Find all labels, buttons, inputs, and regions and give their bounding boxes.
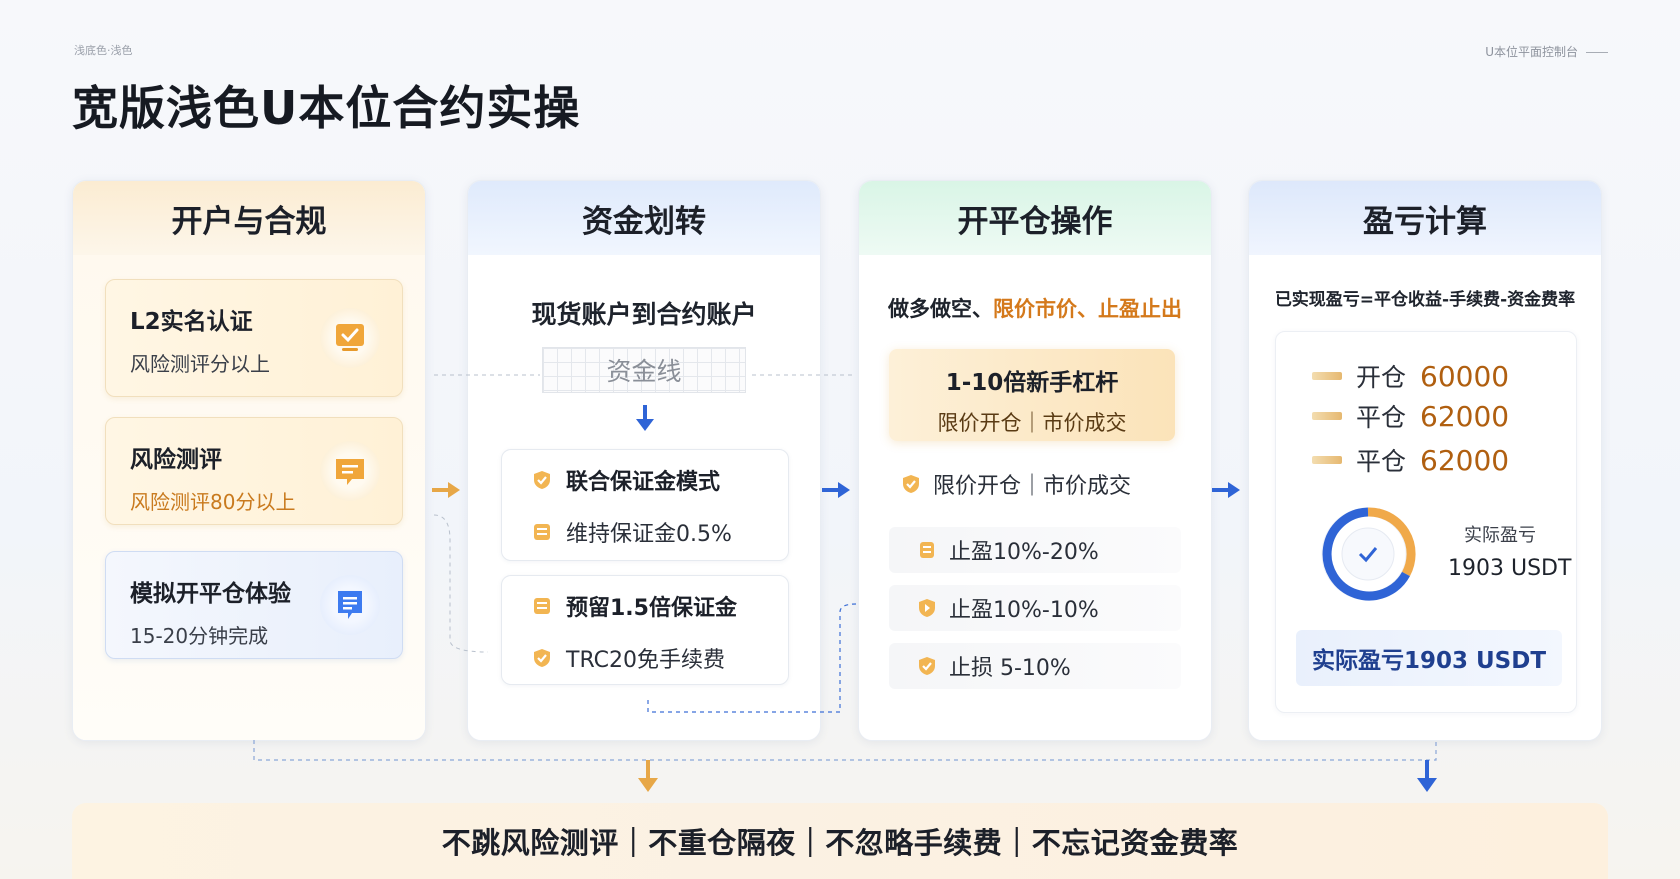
card-subtitle: 风险测评80分以上 [130, 490, 296, 514]
column-header: 开平仓操作 [859, 181, 1211, 255]
checkmark-screen-icon [320, 308, 380, 368]
actual-pnl-button[interactable]: 实际盈亏1903 USDT [1296, 630, 1562, 686]
shield-check-icon [903, 475, 919, 493]
margin-mode-box: 联合保证金模式 维持保证金0.5% [501, 449, 789, 561]
list-item-label: 限价开仓｜市价成交 [933, 474, 1132, 499]
list-item-label: 止盈10%-10% [949, 598, 1099, 623]
reserve-box: 预留1.5倍保证金 TRC20免手续费 [501, 575, 789, 685]
pnl-panel: 开仓 60000 平仓 62000 平仓 62000 实际盈亏 1903 USD… [1275, 331, 1577, 713]
price-value: 62000 [1420, 399, 1510, 433]
price-value: 60000 [1420, 359, 1510, 393]
arrow-right-icon [432, 482, 460, 498]
list-item[interactable]: 维持保证金0.5% [532, 506, 758, 558]
card-title: L2实名认证 [130, 309, 253, 335]
column-body: L2实名认证 风险测评分以上 风险测评 风险测评80分以上 模拟开平仓体验 15… [73, 255, 425, 740]
list-item[interactable]: 限价开仓｜市价成交 [889, 461, 1181, 507]
arrow-right-icon [1212, 482, 1240, 498]
price-row: 开仓 60000 [1312, 358, 1509, 394]
actual-pnl-value: 1903 USDT [1448, 556, 1572, 581]
pnl-formula: 已实现盈亏=平仓收益-手续费-资金费率 [1274, 290, 1576, 310]
list-item[interactable]: 止盈10%-20% [889, 527, 1181, 573]
leverage-card[interactable]: 1-10倍新手杠杆 限价开仓｜市价成交 [889, 349, 1175, 441]
leverage-subtitle: 限价开仓｜市价成交 [937, 411, 1127, 435]
message-icon [320, 441, 380, 501]
bar-icon [1312, 372, 1342, 380]
list-item-label: 维持保证金0.5% [566, 522, 732, 547]
list-item[interactable]: TRC20免手续费 [532, 632, 758, 684]
price-label: 平仓 [1356, 403, 1407, 432]
shield-check-icon [919, 657, 935, 675]
price-row: 平仓 62000 [1312, 398, 1509, 434]
shield-check-icon [534, 471, 550, 489]
column-header: 盈亏计算 [1249, 181, 1601, 255]
document-icon [320, 575, 380, 635]
card-simulated-trading[interactable]: 模拟开平仓体验 15-20分钟完成 [105, 551, 403, 659]
card-title: 风险测评 [130, 447, 222, 473]
list-item[interactable]: 止盈10%-10% [889, 585, 1181, 631]
price-value: 62000 [1420, 443, 1510, 477]
column-pnl-calculation: 盈亏计算 已实现盈亏=平仓收益-手续费-资金费率 开仓 60000 平仓 620… [1248, 180, 1602, 741]
list-item[interactable]: 预留1.5倍保证金 [532, 580, 758, 632]
arrow-down-icon [636, 405, 654, 431]
top-left-tag: 浅底色·浅色 [74, 44, 133, 57]
list-icon [534, 598, 550, 614]
shield-check-icon [534, 649, 550, 667]
column-header: 资金划转 [468, 181, 820, 255]
list-item-label: 止盈10%-20% [949, 540, 1099, 565]
leverage-title: 1-10倍新手杠杆 [945, 370, 1119, 396]
actual-pnl-label: 实际盈亏 [1464, 525, 1536, 546]
list-icon [920, 542, 934, 558]
subtitle-part: 做多做空、 [888, 297, 993, 321]
card-l2-verification[interactable]: L2实名认证 风险测评分以上 [105, 279, 403, 397]
fund-line-box: 资金线 [542, 347, 746, 393]
list-item-label: 止损 5-10% [949, 656, 1071, 681]
list-item[interactable]: 止损 5-10% [889, 643, 1181, 689]
list-item-label: TRC20免手续费 [566, 648, 725, 673]
play-icon [919, 599, 935, 617]
price-row: 平仓 62000 [1312, 442, 1509, 478]
price-label: 开仓 [1356, 363, 1407, 392]
list-item[interactable]: 联合保证金模式 [532, 454, 758, 506]
card-title: 模拟开平仓体验 [130, 581, 291, 607]
top-right-tag: U本位平面控制台 [1485, 43, 1608, 60]
bar-icon [1312, 412, 1342, 420]
card-subtitle: 15-20分钟完成 [130, 624, 269, 648]
list-item-label: 预留1.5倍保证金 [566, 596, 737, 621]
card-subtitle: 风险测评分以上 [130, 352, 270, 376]
arrow-down-icon [1417, 760, 1437, 792]
arrow-down-icon [638, 760, 658, 792]
operation-subtitle: 做多做空、限价市价、止盈止出 [859, 293, 1211, 323]
column-fund-transfer: 资金划转 现货账户到合约账户 资金线 联合保证金模式 维持保证金0.5% 预留1… [467, 180, 821, 741]
price-label: 平仓 [1356, 447, 1407, 476]
page-title: 宽版浅色U本位合约实操 [72, 81, 581, 135]
bar-icon [1312, 456, 1342, 464]
footer-rules: 不跳风险测评｜不重仓隔夜｜不忽略手续费｜不忘记资金费率 [72, 803, 1608, 879]
column-header: 开户与合规 [73, 181, 425, 255]
column-trading-operation: 开平仓操作 做多做空、限价市价、止盈止出 1-10倍新手杠杆 限价开仓｜市价成交… [858, 180, 1212, 741]
transfer-subtitle: 现货账户到合约账户 [531, 300, 757, 329]
pnl-donut-chart [1321, 507, 1416, 601]
list-icon [534, 524, 550, 540]
card-risk-assessment[interactable]: 风险测评 风险测评80分以上 [105, 417, 403, 525]
list-item-label: 联合保证金模式 [566, 470, 721, 495]
subtitle-highlight: 限价市价、止盈止出 [993, 297, 1182, 321]
arrow-right-icon [822, 482, 850, 498]
column-account-compliance: 开户与合规 L2实名认证 风险测评分以上 风险测评 风险测评80分以上 模拟开平… [72, 180, 426, 741]
